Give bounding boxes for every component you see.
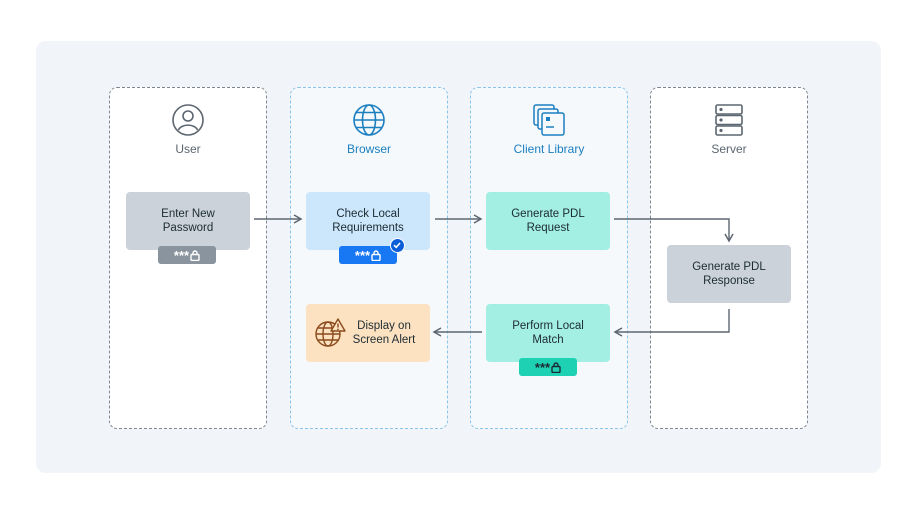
step-text-line: Response	[703, 275, 755, 287]
step-text-line: Generate PDL	[511, 208, 585, 220]
step-text-line: Requirements	[332, 222, 404, 234]
server-icon	[715, 104, 743, 136]
step-text-line: Enter New	[161, 208, 215, 220]
checkmark-icon	[390, 238, 405, 253]
step-display-screen-alert: Display on Screen Alert	[306, 304, 430, 362]
lane-label-user: User	[175, 142, 201, 156]
masked-password-stars: ***	[173, 247, 190, 263]
arrow-server-to-library	[613, 309, 730, 337]
step-generate-pdl-request: Generate PDL Request	[486, 192, 610, 250]
lane-browser: Browser	[290, 87, 448, 429]
masked-password-stars: ***	[534, 359, 551, 375]
step-text-line: Match	[532, 334, 564, 346]
lock-icon	[371, 249, 381, 261]
step-text-line: Display on	[357, 320, 411, 332]
lock-icon	[551, 361, 561, 373]
step-text-line: Request	[526, 222, 570, 234]
step-generate-pdl-response: Generate PDL Response	[667, 245, 791, 303]
library-stack-icon	[533, 104, 565, 136]
arrow-library-to-server	[614, 218, 734, 243]
step-text-line: Generate PDL	[692, 261, 766, 273]
lane-label-client-library: Client Library	[513, 142, 585, 156]
step-text-line: Check Local	[336, 208, 400, 220]
masked-password-badge: ***	[339, 246, 397, 264]
globe-icon	[353, 104, 385, 136]
step-text-line: Screen Alert	[352, 334, 416, 346]
globe-warning-icon	[315, 318, 346, 347]
user-icon	[172, 104, 204, 136]
masked-password-stars: ***	[354, 247, 371, 263]
lane-label-browser: Browser	[346, 142, 391, 156]
lane-label-server: Server	[711, 142, 747, 156]
step-text-line: Password	[162, 222, 214, 234]
masked-password-badge: ***	[158, 246, 216, 264]
masked-password-badge: ***	[519, 358, 577, 376]
lock-icon	[190, 249, 200, 261]
step-text-line: Perform Local	[512, 320, 584, 332]
